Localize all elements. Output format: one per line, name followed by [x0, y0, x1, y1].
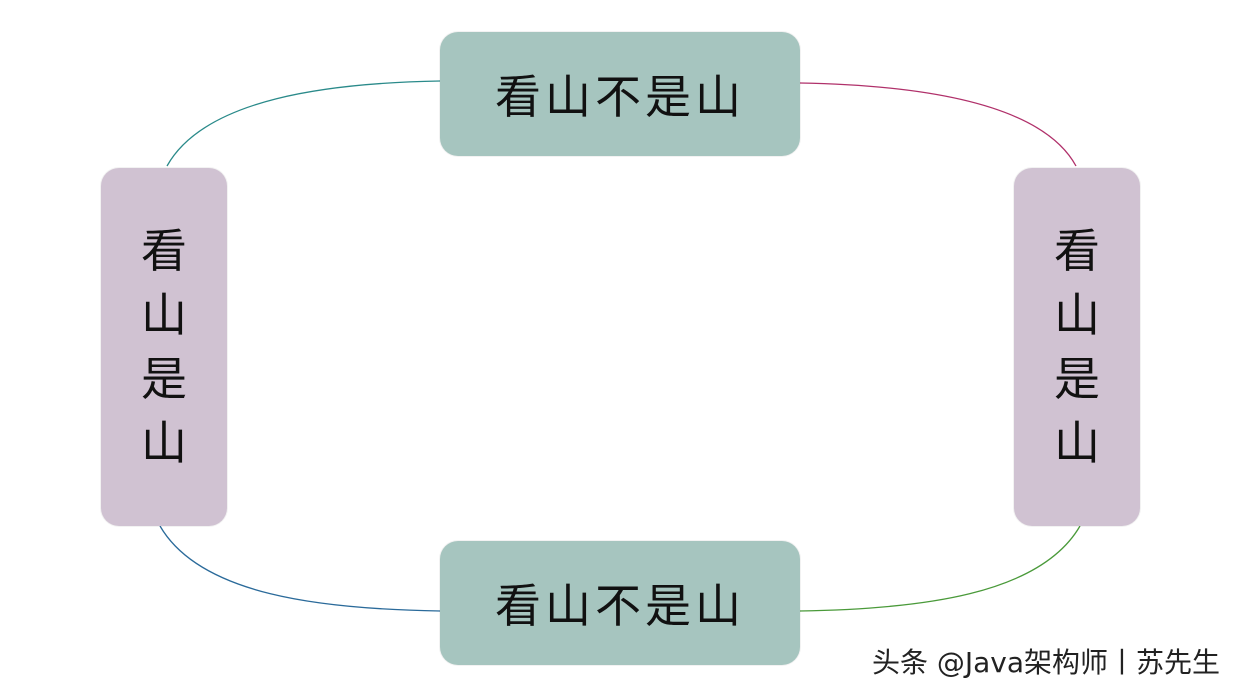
bottom-node-label: 看山不是山	[495, 579, 745, 633]
right-node-char: 看	[1054, 224, 1100, 278]
connector-top-right	[799, 82, 1077, 167]
left-node-char: 是	[141, 352, 187, 406]
top-node: 看山不是山	[440, 32, 800, 156]
right-node-char: 山	[1054, 416, 1100, 470]
connector-top-left	[166, 80, 441, 167]
bottom-node: 看山不是山	[440, 541, 800, 665]
left-node-char: 山	[141, 288, 187, 342]
left-node-char: 看	[141, 224, 187, 278]
left-node-char: 山	[141, 416, 187, 470]
watermark-text: 头条 @Java架构师丨苏先生	[871, 646, 1220, 679]
connector-bottom-right	[799, 525, 1081, 612]
right-node-char: 是	[1054, 352, 1100, 406]
right-node-char: 山	[1054, 288, 1100, 342]
left-node: 看 山 是 山	[101, 168, 227, 526]
connector-bottom-left	[159, 525, 441, 612]
right-node: 看 山 是 山	[1014, 168, 1140, 526]
top-node-label: 看山不是山	[495, 70, 745, 124]
